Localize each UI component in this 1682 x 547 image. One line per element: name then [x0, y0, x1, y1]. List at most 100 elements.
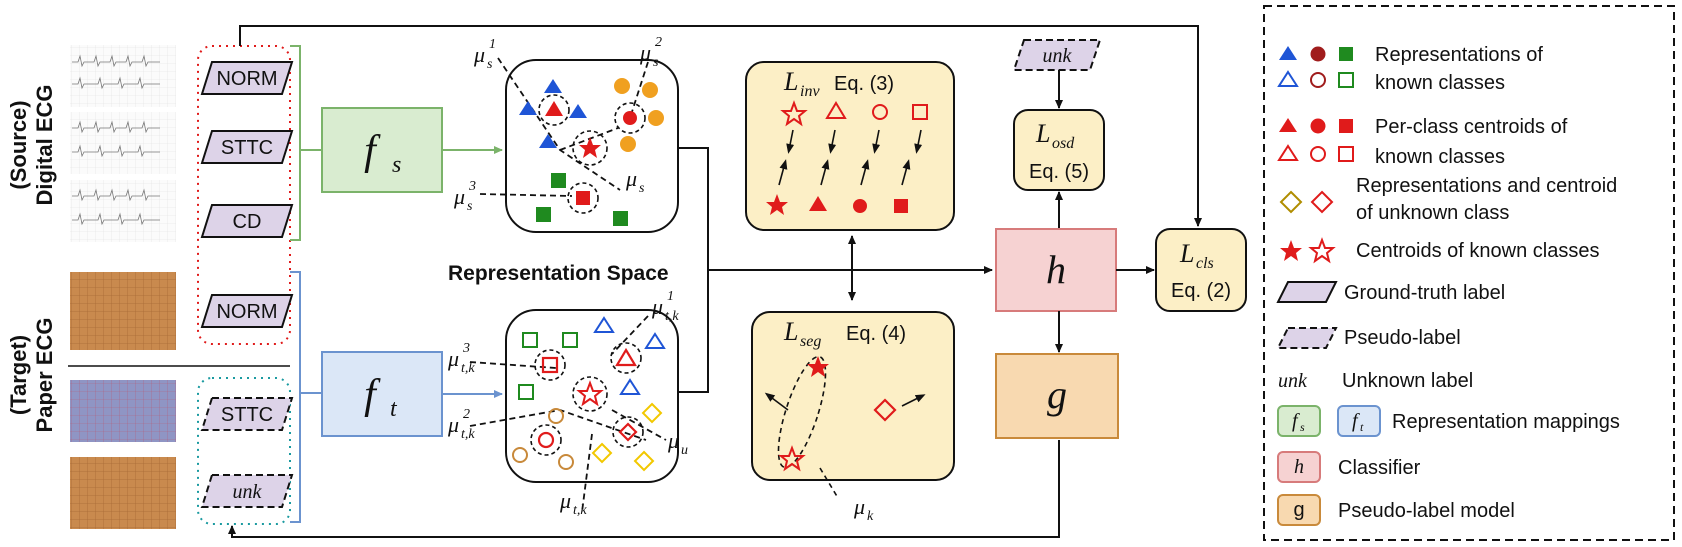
pseudo-label-model-box: g: [995, 353, 1119, 439]
svg-text:k: k: [867, 509, 874, 524]
target-label-line2: Paper ECG: [32, 318, 57, 433]
red-square-centroid: [576, 191, 590, 205]
top-feedback-arrow: [239, 25, 1202, 227]
svg-text:g: g: [1293, 499, 1304, 521]
legend-item-10: Pseudo-label model: [1338, 500, 1515, 522]
fs-subscript: s: [392, 152, 401, 178]
source-ecg-images: [70, 45, 176, 242]
l-cls-symbol: L: [1179, 239, 1194, 268]
pseudo-label-sttc-text: STTC: [221, 404, 273, 426]
mu-s1-label: μ s 1: [473, 37, 496, 72]
legend-unk-symbol: unk: [1278, 370, 1308, 392]
svg-text:2: 2: [655, 35, 662, 50]
legend-border: [1263, 5, 1675, 541]
l-seg-eq: Eq. (4): [846, 323, 906, 345]
svg-text:s: s: [487, 57, 493, 72]
legend-item-8: Representation mappings: [1392, 411, 1620, 433]
mu-k-label: μ k: [853, 494, 874, 524]
svg-text:t,k: t,k: [665, 309, 679, 324]
gt-label-norm-target: NORM: [200, 294, 294, 328]
l-seg-subscript: seg: [800, 333, 821, 350]
space-connector: [678, 147, 709, 393]
red-star-centroid: [579, 137, 601, 158]
svg-text:μ: μ: [639, 40, 651, 65]
mu-t1-label: μ t,k 1: [651, 289, 679, 324]
gt-label-norm-text: NORM: [216, 68, 277, 90]
svg-text:s: s: [653, 55, 659, 70]
gt-label-norm-target-text: NORM: [216, 301, 277, 323]
unk-input-label: unk: [1012, 39, 1102, 71]
legend: Representations of known classes Per-cla…: [1263, 5, 1675, 541]
legend-item-6: Pseudo-label: [1344, 327, 1461, 349]
blue-triangle: [544, 79, 562, 93]
svg-text:t,k: t,k: [573, 503, 587, 518]
source-ecg-image: [70, 112, 176, 174]
ft-mapping-box: f t: [321, 351, 443, 437]
target-label-line1: (Target): [6, 335, 31, 415]
svg-text:1: 1: [489, 37, 496, 52]
svg-text:μ: μ: [853, 494, 865, 519]
mu-s2-label: μ s 2: [639, 35, 662, 70]
l-osd-box: L osd Eq. (5): [1013, 109, 1105, 191]
svg-text:3: 3: [462, 341, 470, 356]
svg-text:f: f: [1292, 410, 1300, 432]
l-osd-subscript: osd: [1052, 135, 1075, 152]
mu-s-label: μ s: [625, 166, 645, 196]
source-ecg-image: [70, 45, 176, 107]
l-cls-box: L cls Eq. (2): [1155, 228, 1247, 312]
red-circle-centroid: [623, 111, 637, 125]
gt-label-cd-text: CD: [233, 211, 262, 233]
fs-mapping-box: f s: [321, 107, 443, 193]
gt-label-cd: CD: [200, 204, 294, 238]
representation-space-title: Representation Space: [448, 262, 669, 285]
pseudo-label-unk-text: unk: [233, 481, 263, 503]
legend-item-1b: known classes: [1375, 72, 1505, 94]
target-representation-space: [469, 309, 679, 513]
target-bracket: [290, 271, 322, 523]
l-inv-symbol: L: [783, 67, 798, 96]
blue-triangle: [519, 101, 537, 115]
classifier-box: h: [995, 228, 1117, 312]
svg-text:μ: μ: [473, 42, 485, 67]
source-representation-space: [479, 57, 679, 233]
svg-text:u: u: [681, 443, 688, 458]
svg-text:2: 2: [463, 407, 470, 422]
pseudo-label-unk: unk: [200, 474, 294, 508]
classifier-symbol: h: [1046, 247, 1066, 292]
legend-item-2b: known classes: [1375, 146, 1505, 168]
svg-text:μ: μ: [651, 294, 663, 319]
target-ecg-image: [70, 380, 176, 442]
svg-text:f: f: [1352, 410, 1360, 432]
svg-text:μ: μ: [559, 488, 571, 513]
legend-item-7: Unknown label: [1342, 370, 1473, 392]
blue-triangle: [539, 134, 557, 148]
l-cls-subscript: cls: [1196, 255, 1214, 272]
l-osd-symbol: L: [1035, 119, 1050, 148]
l-seg-box: L seg Eq. (4): [751, 311, 955, 499]
svg-text:μ: μ: [447, 412, 459, 437]
svg-text:s: s: [467, 199, 473, 214]
l-inv-box: L inv Eq. (3): [745, 61, 955, 231]
svg-text:μ: μ: [453, 184, 465, 209]
svg-text:μ: μ: [625, 166, 637, 191]
svg-text:3: 3: [468, 179, 476, 194]
source-ecg-image: [70, 180, 176, 242]
l-osd-eq: Eq. (5): [1029, 161, 1089, 183]
svg-text:t: t: [1360, 420, 1364, 434]
target-ecg-images: [70, 272, 176, 529]
target-ecg-image: [70, 457, 176, 529]
target-ecg-image: [70, 272, 176, 350]
l-cls-eq: Eq. (2): [1171, 280, 1231, 302]
gt-label-sttc: STTC: [200, 130, 294, 164]
source-label-line2: Digital ECG: [32, 84, 57, 205]
legend-item-3b: of unknown class: [1356, 202, 1509, 224]
legend-item-4: Centroids of known classes: [1356, 240, 1599, 262]
legend-item-1a: Representations of: [1375, 44, 1543, 66]
unk-input-text: unk: [1043, 45, 1073, 67]
pseudo-label-sttc: STTC: [200, 397, 294, 431]
l-inv-subscript: inv: [800, 83, 820, 100]
svg-text:1: 1: [667, 289, 674, 304]
gt-label-norm: NORM: [200, 61, 294, 95]
legend-item-9: Classifier: [1338, 457, 1421, 479]
pseudo-model-symbol: g: [1047, 372, 1067, 417]
